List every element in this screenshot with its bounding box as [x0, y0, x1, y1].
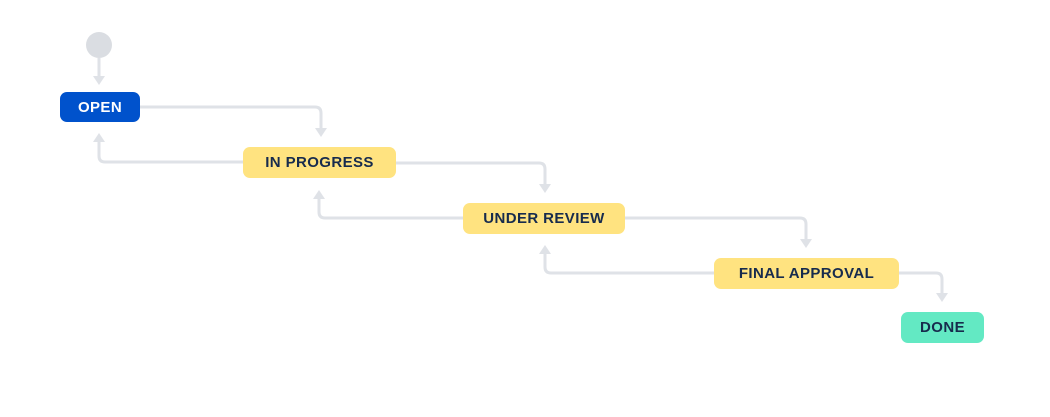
arrowhead-down-icon	[800, 239, 812, 248]
transition-line	[140, 105, 323, 128]
transition-in-progress-to-under-review	[396, 161, 551, 193]
status-under-review-label: UNDER REVIEW	[483, 210, 605, 227]
arrowhead-down-icon	[936, 293, 948, 302]
status-done[interactable]: DONE	[901, 312, 984, 343]
start-node-circle	[86, 32, 112, 58]
transition-line	[625, 216, 808, 239]
transition-line	[543, 254, 714, 275]
transition-line	[317, 199, 463, 220]
status-in-progress[interactable]: IN PROGRESS	[243, 147, 396, 178]
arrowhead-up-icon	[539, 245, 551, 254]
transition-final-approval-to-done	[899, 271, 948, 302]
transition-line	[396, 161, 547, 184]
transition-open-to-in-progress	[140, 105, 327, 137]
status-open-label: OPEN	[77, 98, 123, 116]
status-in-progress-label: IN PROGRESS	[265, 154, 374, 171]
arrowhead-up-icon	[93, 133, 105, 142]
status-open[interactable]: OPEN	[60, 92, 140, 122]
status-under-review[interactable]: UNDER REVIEW	[463, 203, 625, 234]
arrowhead-up-icon	[313, 190, 325, 199]
transition-under-review-to-in-progress	[313, 190, 463, 220]
status-final-approval-label: FINAL APPROVAL	[738, 265, 875, 282]
status-final-approval[interactable]: FINAL APPROVAL	[714, 258, 899, 289]
transition-under-review-to-final-approval	[625, 216, 812, 248]
transition-final-approval-to-under-review	[539, 245, 714, 275]
arrowhead-down-icon	[539, 184, 551, 193]
status-done-label: DONE	[920, 319, 965, 336]
transition-start-to-open	[93, 58, 105, 85]
transition-line	[899, 271, 944, 293]
transition-line	[97, 142, 243, 164]
arrowhead-down-icon	[93, 76, 105, 85]
arrowhead-down-icon	[315, 128, 327, 137]
transition-in-progress-to-open	[93, 133, 243, 164]
